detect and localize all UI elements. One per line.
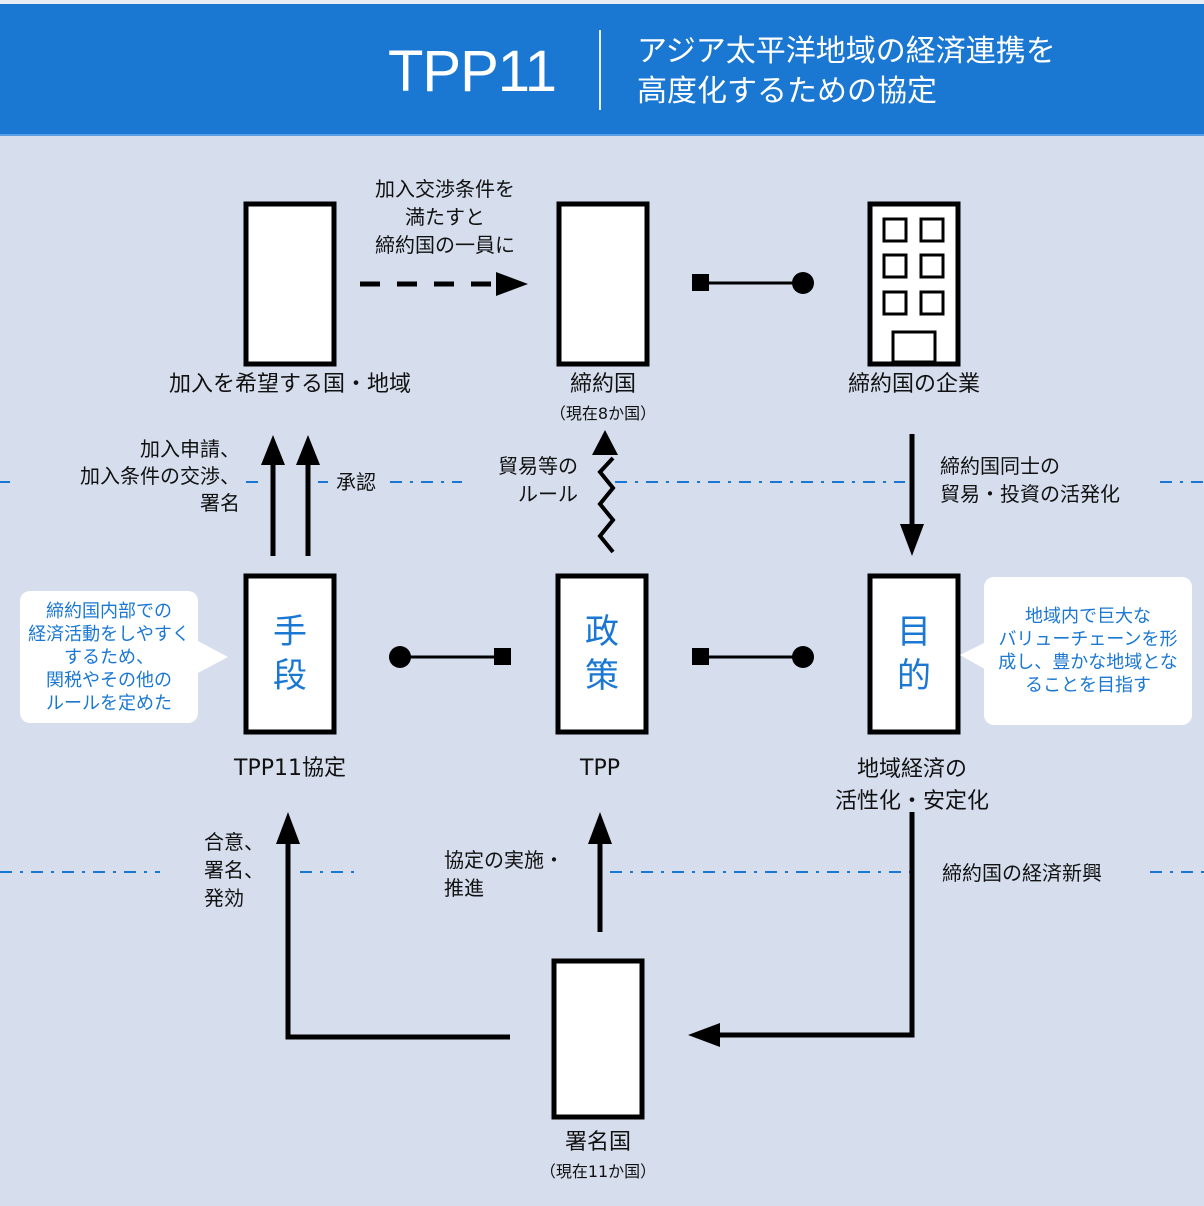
- policy-box: [555, 573, 649, 735]
- edge-label-economy: 締約国の経済新興: [930, 858, 1114, 888]
- signatory-label: 署名国: [564, 1130, 631, 1155]
- bubble-goal: 地域内で巨大な バリューチェーンを形 成し、豊かな地域とな ることを目指す: [984, 577, 1192, 725]
- zigzag-arrow-rules: [592, 430, 618, 554]
- arrow-apply: [261, 435, 285, 556]
- edge-label-agree-sign: 合意、 署名、 発効: [200, 828, 268, 912]
- goal-label: 地域経済の 活性化・安定化: [834, 757, 989, 814]
- header-separator: [599, 30, 601, 110]
- member-count: （現在8か国）: [549, 404, 657, 423]
- edge-label-rules: 貿易等の ルール: [462, 452, 578, 508]
- goal-box: [867, 573, 961, 735]
- company-label: 締約国の企業: [847, 372, 980, 397]
- header-subtitle: アジア太平洋地域の経済連携を 高度化するための協定: [637, 34, 1056, 109]
- bubble-tail-means: [196, 640, 228, 674]
- dashed-arrow-join: [360, 272, 528, 296]
- header-title: TPP11: [388, 39, 557, 104]
- connector-means-policy: [389, 646, 511, 668]
- edge-label-join: 加入交渉条件を 満たすと 締約国の一員に: [375, 177, 515, 257]
- connector-member-company: [692, 272, 814, 294]
- header-banner: TPP11 アジア太平洋地域の経済連携を 高度化するための協定: [0, 4, 1204, 136]
- building-icon: [867, 201, 961, 367]
- goal-box-text: 目 的: [897, 612, 931, 696]
- means-label: TPP11協定: [234, 756, 346, 781]
- edge-label-trade-invest: 締約国同士の 貿易・投資の活発化: [940, 452, 1130, 508]
- applicant-label: 加入を希望する国・地域: [168, 372, 411, 397]
- signatory-box: [551, 958, 645, 1120]
- arrow-implement: [588, 812, 612, 932]
- means-box-text: 手 段: [273, 612, 307, 696]
- top-strip: [0, 0, 1204, 4]
- policy-box-text: 政 策: [585, 612, 619, 696]
- arrow-trade-invest: [900, 434, 924, 556]
- arrow-approve: [296, 435, 320, 556]
- bubble-means: 締約国内部での 経済活動をしやすく するため、 関税やその他の ルールを定めた: [20, 591, 198, 723]
- policy-label: TPP: [580, 756, 620, 781]
- edge-label-apply: 加入申請、 加入条件の交渉、 署名: [20, 436, 240, 517]
- member-label: 締約国: [569, 372, 636, 397]
- bubble-tail-goal: [960, 640, 990, 672]
- connector-policy-goal: [692, 646, 814, 668]
- edge-label-implement: 協定の実施・ 推進: [440, 846, 568, 902]
- means-box: [243, 573, 337, 735]
- signatory-count: （現在11か国）: [539, 1162, 657, 1181]
- arrow-economy: [688, 812, 915, 1047]
- edge-label-approve: 承認: [330, 467, 382, 497]
- arrow-agree-sign: [276, 812, 510, 1040]
- member-box: [556, 201, 650, 367]
- applicant-box: [243, 201, 337, 367]
